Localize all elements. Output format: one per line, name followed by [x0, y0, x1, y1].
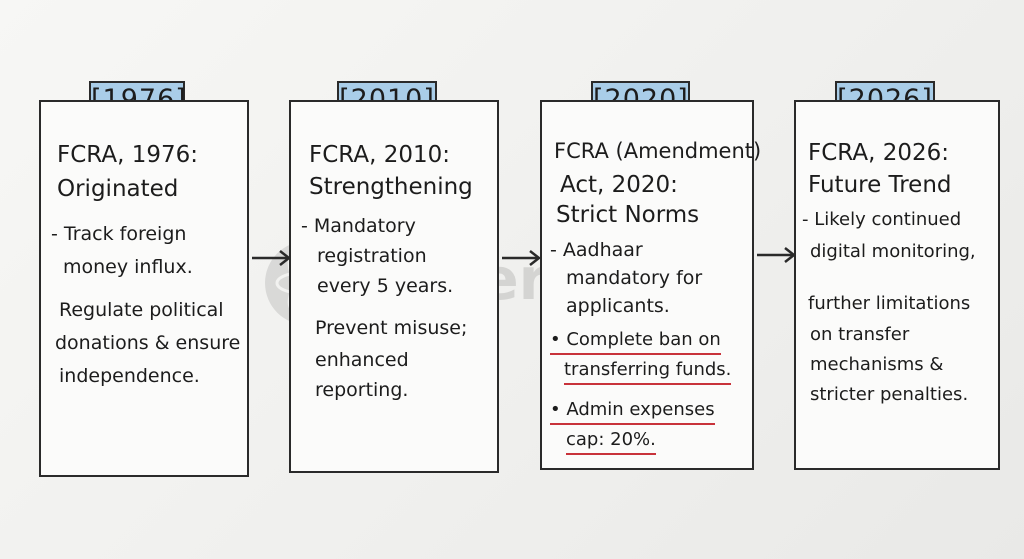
card-body-line: - Likely continued	[802, 209, 962, 230]
card-body-line: mandatory for	[566, 267, 703, 289]
card-body-line-highlight: • Complete ban on	[550, 328, 721, 355]
card-title-line: Future Trend	[808, 172, 952, 198]
arrow-right-icon	[502, 250, 542, 266]
card-body-line: on transfer	[810, 324, 910, 345]
card-title-line: Strict Norms	[556, 202, 700, 228]
arrow-right-icon	[757, 247, 797, 263]
card-body-line: independence.	[59, 365, 200, 387]
card-title-line: Act, 2020:	[560, 172, 678, 198]
timeline-card-2020: FCRA (Amendment) Act, 2020: Strict Norms…	[540, 100, 761, 470]
card-body-line: applicants.	[566, 295, 670, 317]
card-body-line: - Track foreign	[51, 223, 187, 245]
card-body-line-highlight: • Admin expenses	[550, 398, 715, 425]
timeline-card-2026: FCRA, 2026: Future Trend - Likely contin…	[794, 100, 1000, 470]
timeline-card-1976: FCRA, 1976: Originated - Track foreign m…	[39, 100, 249, 477]
card-body-line: mechanisms &	[810, 354, 944, 375]
card-body-line: Prevent misuse;	[315, 317, 468, 339]
card-body-line: digital monitoring,	[810, 241, 976, 262]
card-body-line: donations & ensure	[55, 332, 241, 354]
arrow-right-icon	[252, 250, 292, 266]
card-body-line: money influx.	[63, 256, 193, 278]
card-title-line: Strengthening	[309, 174, 473, 200]
card-title-line: FCRA, 2026:	[808, 140, 949, 166]
card-body-line: enhanced	[315, 349, 409, 371]
card-body-line: - Mandatory	[301, 215, 416, 237]
timeline-card-2010: FCRA, 2010: Strengthening - Mandatory re…	[289, 100, 499, 473]
card-body-line-highlight: transferring funds.	[564, 358, 732, 385]
card-body-line: - Aadhaar	[550, 239, 643, 261]
card-title-line: FCRA, 1976:	[57, 142, 198, 168]
card-body-line: stricter penalties.	[810, 384, 969, 405]
card-body-line: further limitations	[808, 293, 971, 314]
card-title-line: FCRA (Amendment)	[554, 139, 762, 163]
card-body-line-highlight: cap: 20%.	[566, 428, 656, 455]
card-body-line: reporting.	[315, 379, 409, 401]
card-body-line: every 5 years.	[317, 275, 454, 297]
card-body-line: registration	[317, 245, 427, 267]
card-title-line: Originated	[57, 176, 179, 202]
card-title-line: FCRA, 2010:	[309, 142, 450, 168]
card-body-line: Regulate political	[59, 299, 224, 321]
